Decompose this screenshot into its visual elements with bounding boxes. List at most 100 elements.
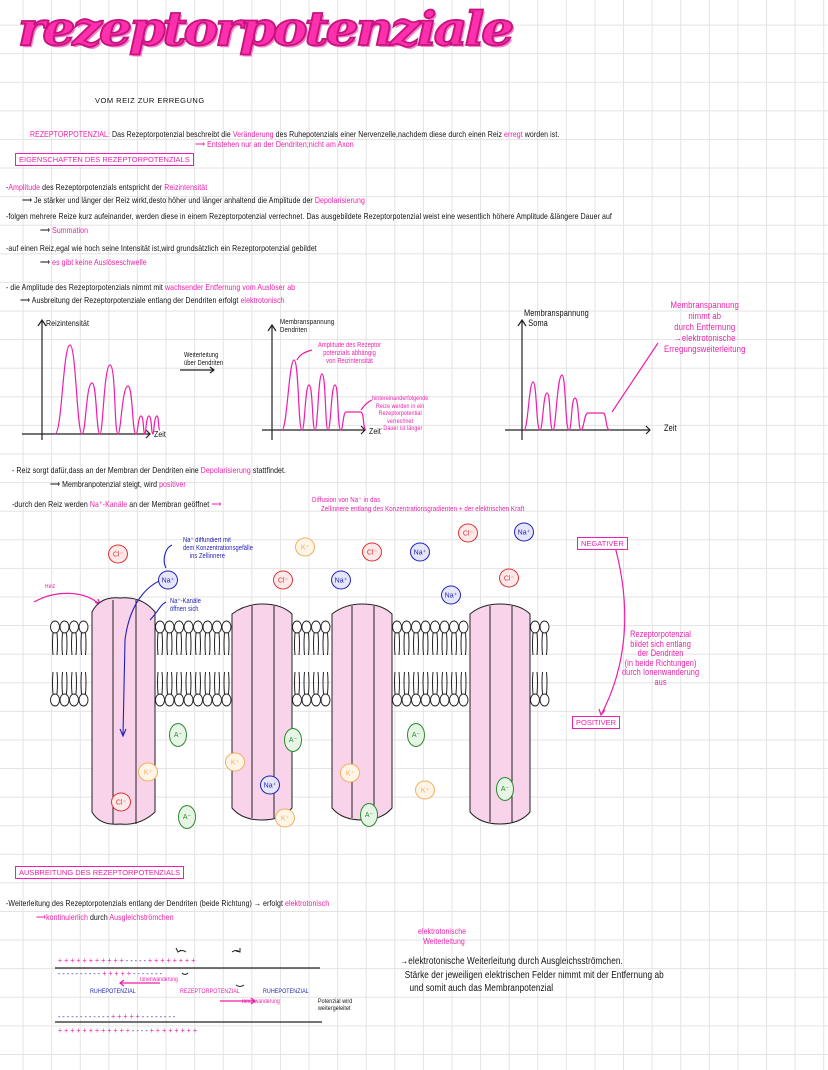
- lipid-head: [193, 693, 203, 707]
- note-threshold: -auf einen Reiz,egal wie hoch seine Inte…: [6, 243, 317, 253]
- lipid-tail: [394, 671, 400, 695]
- lipid-head: [401, 620, 412, 634]
- lipid-tail: [303, 671, 310, 695]
- lipid-head: [193, 620, 203, 634]
- lipid-head: [392, 693, 402, 707]
- ruhepotenzial-left: RUHEPOTENZIAL: [90, 988, 136, 995]
- note-threshold-result: ⟶ es gibt keine Auslöseschwelle: [40, 257, 147, 267]
- lipid-tail: [322, 632, 329, 656]
- lipid-head: [301, 693, 312, 707]
- lipid-head: [69, 620, 79, 634]
- lipid-head: [59, 693, 70, 707]
- lipid-tail: [422, 632, 429, 656]
- lipid-tail: [294, 671, 300, 695]
- note-depolarization: - Reiz sorgt dafür,dass an der Membran d…: [12, 465, 287, 475]
- lipid-head: [202, 620, 213, 634]
- anion-ion: A⁻: [284, 728, 302, 752]
- graph1-ylabel: Reizintensität: [46, 318, 89, 328]
- lipid-head: [50, 693, 60, 707]
- note-distance: - die Amplitude des Rezeptorpotenzials n…: [6, 282, 296, 292]
- lipid-head: [301, 620, 312, 634]
- chloride-ion: Cl⁻: [458, 523, 478, 543]
- lipid-head: [449, 620, 459, 634]
- lipid-head: [458, 693, 469, 707]
- lipid-tail: [460, 632, 467, 656]
- lipid-tail: [52, 671, 58, 695]
- lipid-tail: [532, 671, 538, 695]
- note-amplitude: -Amplitude des Rezeptorpotenzials entspr…: [6, 182, 208, 192]
- lipid-tail: [61, 632, 68, 656]
- ionenwanderung-right: Ionenwanderung: [242, 999, 280, 1005]
- lipid-head: [78, 620, 89, 634]
- polarity-arrow: [598, 541, 626, 717]
- positiver-label: POSITIVER: [572, 716, 621, 729]
- anion-ion: A⁻: [496, 777, 514, 801]
- lipid-head: [59, 620, 70, 634]
- section-heading-properties: EIGENSCHAFTEN DES REZEPTORPOTENZIALS: [15, 153, 194, 166]
- lipid-head: [311, 693, 321, 707]
- lipid-tail: [214, 671, 220, 695]
- lipid-tail: [403, 632, 410, 656]
- potassium-ion: K⁺: [225, 752, 245, 772]
- lipid-head: [212, 620, 222, 634]
- anion-ion: A⁻: [178, 805, 196, 829]
- chloride-ion: Cl⁻: [111, 792, 131, 812]
- lipid-head: [292, 620, 302, 634]
- graph1-xlabel: Zeit: [154, 429, 166, 439]
- note-summation: -folgen mehrere Reize kurz aufeinander, …: [6, 211, 612, 221]
- lipid-tail: [166, 632, 173, 656]
- note-amplitude-detail: ⟶ Je stärker und länger der Reiz wirkt,d…: [22, 195, 365, 205]
- lipid-tail: [166, 671, 173, 695]
- lipid-tail: [214, 632, 220, 656]
- lipid-head: [411, 620, 421, 634]
- potassium-ion: K⁺: [275, 808, 295, 828]
- lipid-head: [183, 620, 194, 634]
- note-membrane-potential: ⟶ Membranpotenzial steigt, wird positive…: [50, 479, 186, 489]
- ruhepotenzial-right: RUHEPOTENZIAL: [263, 988, 309, 995]
- membrane: [50, 597, 550, 825]
- lipid-head: [78, 693, 89, 707]
- reiz-arrow: [33, 592, 102, 607]
- bottom-membrane: [55, 947, 322, 1023]
- lipid-tail: [541, 671, 548, 695]
- lipid-tail: [223, 671, 230, 695]
- lipid-tail: [185, 671, 192, 695]
- graph1-curve: [54, 344, 161, 435]
- definition-note: ⟶ Entstehen nur an der Dendriten;nicht a…: [195, 139, 354, 149]
- lipid-head: [539, 693, 550, 707]
- lipid-tail: [451, 632, 457, 656]
- potassium-ion: K⁺: [415, 780, 435, 800]
- chloride-ion: Cl⁻: [108, 544, 128, 564]
- charge-row-low: - - - - - - - - - - - - + + + + + - - - …: [58, 1011, 176, 1021]
- electrotonic-heading: elektrotonische Weiterleitung: [418, 926, 467, 946]
- sodium-ion: Na⁺: [441, 585, 461, 605]
- sodium-ion: Na⁺: [514, 522, 534, 542]
- lipid-head: [420, 620, 431, 634]
- lipid-head: [164, 620, 175, 634]
- lipid-tail: [71, 632, 77, 656]
- charge-row-mid: - - - - - - - - - - + + + + + - - - - - …: [58, 968, 163, 978]
- ion-channel: [469, 603, 531, 825]
- ion-channel: [231, 603, 293, 821]
- graph2-xlabel: Zeit: [369, 426, 381, 436]
- potassium-ion: K⁺: [340, 763, 360, 783]
- graph2-pointer2: [360, 399, 373, 411]
- lipid-tail: [195, 632, 201, 656]
- lipid-tail: [413, 671, 419, 695]
- electrotonic-text: →elektrotonische Weiterleitung durch Aus…: [400, 956, 664, 994]
- lipid-head: [539, 620, 550, 634]
- lipid-head: [155, 693, 165, 707]
- lipid-head: [183, 693, 194, 707]
- lipid-tail: [432, 671, 438, 695]
- graph3-ylabel: Membranspannung Soma: [524, 308, 589, 328]
- lipid-tail: [451, 671, 457, 695]
- lipid-head: [320, 693, 331, 707]
- chloride-ion: Cl⁻: [273, 570, 293, 590]
- lipid-tail: [432, 632, 438, 656]
- lipid-head: [292, 693, 302, 707]
- lipid-tail: [80, 632, 87, 656]
